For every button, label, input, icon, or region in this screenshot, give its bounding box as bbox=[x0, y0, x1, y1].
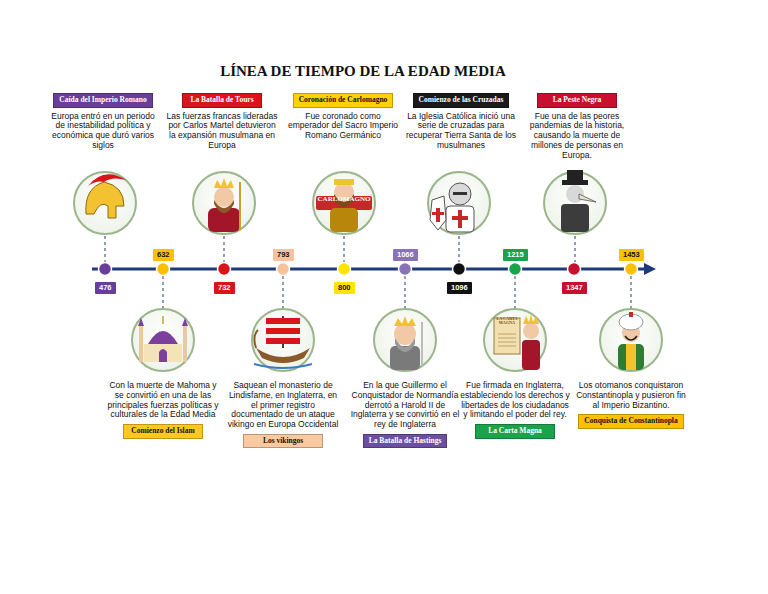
event-heading: Comienzo de las Cruzadas bbox=[413, 93, 510, 108]
year-text: 1215 bbox=[507, 250, 524, 259]
year-marker: 476 bbox=[95, 282, 116, 294]
year-text: 476 bbox=[99, 283, 112, 292]
event-description: Fue una de las peores pandemias de la hi… bbox=[520, 112, 634, 161]
event-heading: La Batalla de Tours bbox=[182, 93, 262, 108]
event-description: Fue coronado como emperador del Sacro Im… bbox=[286, 112, 400, 141]
year-text: 800 bbox=[338, 283, 351, 292]
crusader-figure bbox=[430, 183, 474, 232]
year-text: 1347 bbox=[566, 283, 583, 292]
year-text: 1066 bbox=[397, 250, 414, 259]
year-marker: 793 bbox=[273, 249, 294, 261]
event-top: La Peste NegraFue una de las peores pand… bbox=[520, 93, 634, 164]
event-description: Las fuerzas francas lideradas por Carlos… bbox=[165, 112, 279, 151]
picture-label: CARLOMAGNO bbox=[316, 196, 372, 203]
event-description: La Iglesia Católica inició una serie de … bbox=[404, 112, 518, 151]
year-text: 793 bbox=[277, 250, 290, 259]
event-heading: La Batalla de Hastings bbox=[363, 434, 448, 449]
year-text: 632 bbox=[157, 250, 170, 259]
year-text: 1453 bbox=[623, 250, 640, 259]
charlemagne-figure bbox=[316, 179, 372, 232]
event-bottom: La Batalla de Hastings En la que Guillerm… bbox=[348, 377, 462, 448]
event-heading: Conquista de Constantinopla bbox=[578, 414, 683, 429]
event-top: Caída del Imperio RomanoEuropa entró en … bbox=[46, 93, 160, 155]
event-heading: Comienzo del Islam bbox=[123, 424, 203, 439]
year-marker: 800 bbox=[334, 282, 355, 294]
event-bottom: Conquista de Constantinopla Los otomanos … bbox=[574, 377, 688, 429]
year-text: 1096 bbox=[451, 283, 468, 292]
ottoman-figure bbox=[618, 312, 644, 370]
william-figure bbox=[390, 316, 422, 370]
event-heading: Caída del Imperio Romano bbox=[53, 93, 152, 108]
year-text: 732 bbox=[218, 283, 231, 292]
event-description: Saquean el monasterio de Lindisfarne, en… bbox=[226, 381, 340, 430]
timeline-dots bbox=[99, 263, 638, 276]
event-bottom: La Carta Magna Fue firmada en Inglaterra,… bbox=[458, 377, 572, 439]
roman-helmet bbox=[86, 174, 126, 218]
event-bottom: Los vikingos Saquean el monasterio de Lin… bbox=[226, 377, 340, 448]
king-figure bbox=[208, 178, 240, 232]
event-heading: La Carta Magna bbox=[475, 424, 555, 439]
timeline-axis bbox=[92, 263, 656, 275]
plague-doctor bbox=[561, 170, 596, 232]
year-marker: 1453 bbox=[619, 249, 644, 261]
mosque bbox=[138, 316, 188, 362]
event-description: En la que Guillermo el Conquistador de N… bbox=[348, 381, 462, 430]
event-description: Con la muerte de Mahoma y se convirtió e… bbox=[106, 381, 220, 420]
year-marker: 1066 bbox=[393, 249, 418, 261]
year-marker: 632 bbox=[153, 249, 174, 261]
viking-ship bbox=[254, 316, 312, 368]
year-marker: 732 bbox=[214, 282, 235, 294]
event-heading: Los vikingos bbox=[243, 434, 323, 449]
event-description: Fue firmada en Inglaterra, estableciendo… bbox=[458, 381, 572, 420]
event-top: La Batalla de ToursLas fuerzas francas l… bbox=[165, 93, 279, 155]
magna-carta bbox=[494, 314, 540, 370]
picture-frames bbox=[74, 172, 662, 371]
event-heading: Coronación de Carlomagno bbox=[293, 93, 394, 108]
year-marker: 1347 bbox=[562, 282, 587, 294]
event-top: Comienzo de las Cruzadas La Iglesia Catól… bbox=[404, 93, 518, 155]
leader-lines bbox=[105, 236, 631, 308]
diagram-title: LÍNEA DE TIEMPO DE LA EDAD MEDIA bbox=[0, 63, 726, 80]
event-top: Coronación de CarlomagnoFue coronado com… bbox=[286, 93, 400, 145]
year-marker: 1215 bbox=[503, 249, 528, 261]
event-heading: La Peste Negra bbox=[537, 93, 617, 108]
year-marker: 1096 bbox=[447, 282, 472, 294]
event-description: Los otomanos conquistaron Constantinopla… bbox=[574, 381, 688, 410]
picture-label: LA CARTA MAGNA bbox=[495, 317, 519, 325]
event-bottom: Comienzo del Islam Con la muerte de Mahom… bbox=[106, 377, 220, 439]
event-description: Europa entró en un periodo de inestabili… bbox=[46, 112, 160, 151]
